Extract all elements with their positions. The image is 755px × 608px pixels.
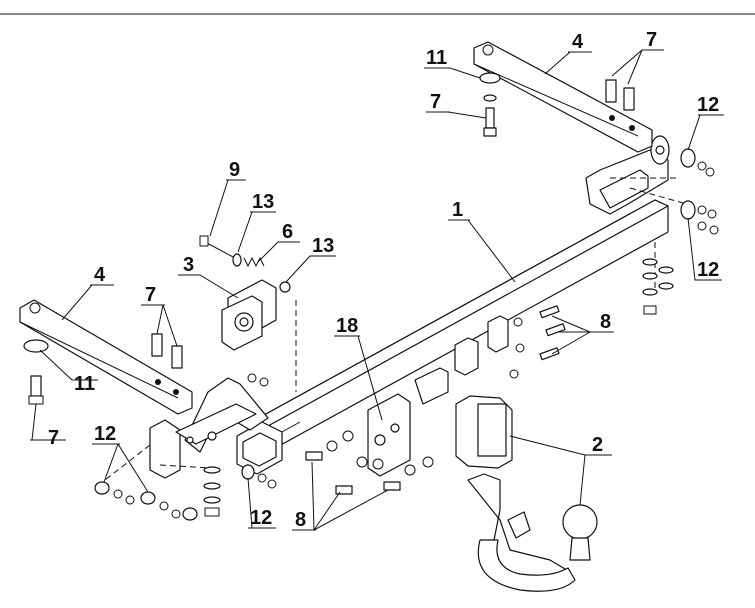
label-part-13-b: 13 xyxy=(312,235,334,257)
ball-mount-bracket xyxy=(367,315,509,477)
label-part-18: 18 xyxy=(336,315,358,337)
main-crossbeam xyxy=(236,199,669,475)
label-part-12-bottom-left: 12 xyxy=(94,423,116,445)
label-part-11-left: 11 xyxy=(74,373,95,395)
part-labels: 1 2 3 4 4 6 7 7 7 7 8 8 9 11 11 12 12 12… xyxy=(48,29,719,531)
left-side-bracket xyxy=(104,300,297,481)
label-part-2: 2 xyxy=(592,434,603,456)
label-part-12-bottom-center: 12 xyxy=(250,507,272,529)
label-part-8-right: 8 xyxy=(600,311,611,333)
label-part-4-top: 4 xyxy=(572,31,584,53)
side-rail-left xyxy=(19,299,193,415)
bolt-and-spring xyxy=(199,235,291,293)
right-side-bracket xyxy=(585,135,691,292)
fasteners xyxy=(23,72,719,521)
label-part-7-top-right: 7 xyxy=(646,29,657,51)
ball-neck xyxy=(455,395,598,592)
label-part-7-left-lower: 7 xyxy=(48,427,59,449)
label-underlines xyxy=(30,49,724,531)
label-part-7-left-upper: 7 xyxy=(145,284,156,306)
label-part-6: 6 xyxy=(282,221,293,243)
label-part-8-bottom: 8 xyxy=(295,509,306,531)
label-part-7-top-left: 7 xyxy=(430,91,441,113)
label-part-4-left: 4 xyxy=(94,264,106,286)
label-part-12-right: 12 xyxy=(697,259,719,281)
label-part-13-a: 13 xyxy=(252,191,274,213)
side-rail-top xyxy=(473,41,653,153)
label-part-12-top-right: 12 xyxy=(697,94,719,116)
label-part-11-top: 11 xyxy=(426,47,447,69)
label-part-3: 3 xyxy=(183,254,194,276)
label-part-1: 1 xyxy=(452,199,463,221)
socket-plate xyxy=(221,279,277,351)
label-part-9: 9 xyxy=(229,159,240,181)
